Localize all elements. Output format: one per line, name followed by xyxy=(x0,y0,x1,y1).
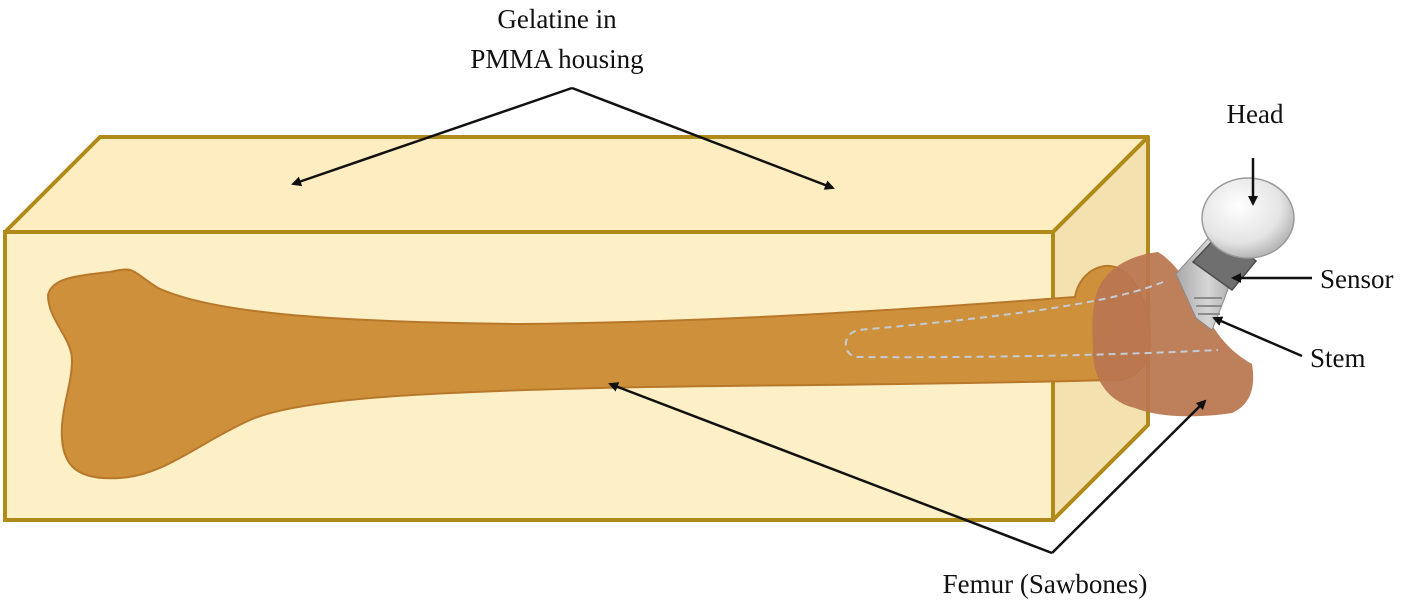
label-gelatine-line1: Gelatine in xyxy=(497,4,617,34)
label-head: Head xyxy=(1227,99,1284,129)
labels: Gelatine in PMMA housing Head Sensor Ste… xyxy=(470,4,1393,599)
arrow-femur-left xyxy=(608,382,1053,555)
hip-implant xyxy=(1175,177,1295,331)
label-gelatine-line2: PMMA housing xyxy=(470,44,643,74)
implant-ridges xyxy=(1194,297,1222,315)
arrow-femur-right xyxy=(1051,399,1207,554)
annotation-arrows xyxy=(291,86,1312,555)
label-sensor: Sensor xyxy=(1320,264,1394,294)
femur-proximal-cut xyxy=(1092,252,1254,417)
implant-femoral-head xyxy=(1201,177,1295,259)
arrow-gelatine-right xyxy=(571,86,835,190)
label-stem: Stem xyxy=(1310,343,1366,373)
housing-top-face xyxy=(3,135,1150,234)
label-femur: Femur (Sawbones) xyxy=(943,569,1148,599)
arrow-stem xyxy=(1212,316,1303,358)
stem-outline-dashed xyxy=(844,281,1219,359)
arrow-gelatine-left xyxy=(291,86,573,187)
femur xyxy=(46,252,1254,480)
